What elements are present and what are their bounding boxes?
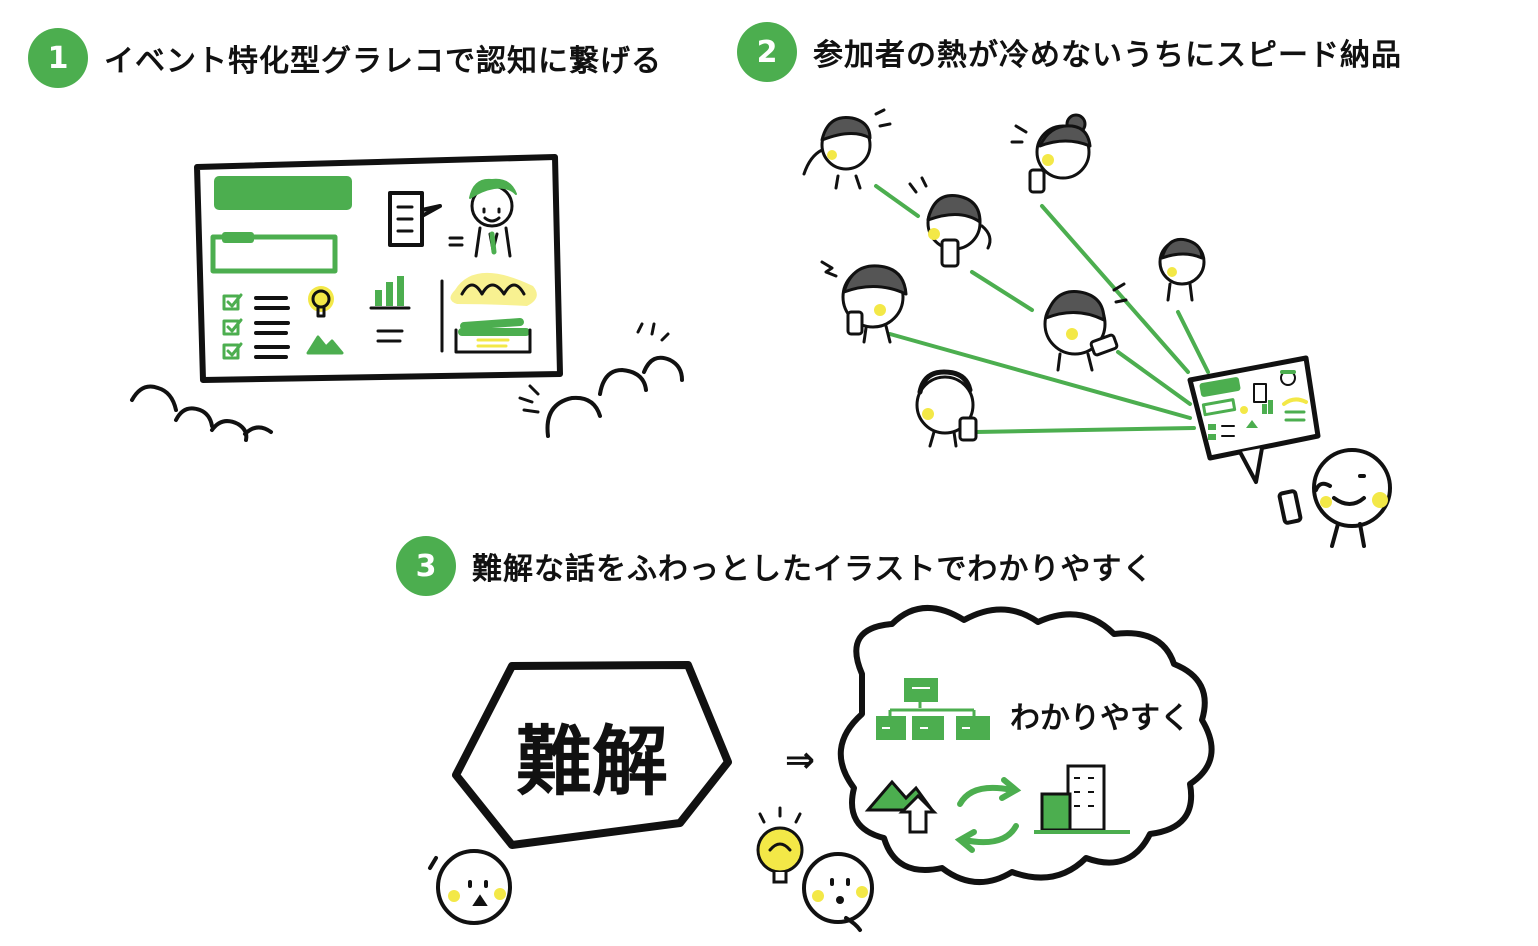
lightbulb-icon [756,806,804,884]
cycle-arrows-icon [954,777,1022,853]
lightbulb-icon [308,286,334,318]
section-3-heading: 3 難解な話をふわっとしたイラストでわかりやすく [396,536,1153,596]
confused-person [428,849,512,925]
graphic-recording-board [194,154,563,383]
mountain-icon [864,779,938,834]
difficult-hexagon: 難解 [452,661,732,849]
easy-cloud: わかりやすく [837,605,1215,886]
section-2-number: 2 [737,22,797,82]
section-2-heading: 2 参加者の熱が冷めないうちにスピード納品 [737,22,1402,82]
thinking-person [802,852,874,932]
bar-chart-icon [369,276,411,343]
section-3-title: 難解な話をふわっとしたイラストでわかりやすく [472,552,1154,587]
section-1-title: イベント特化型グラレコで認知に繋げる [104,44,662,79]
easy-word: わかりやすく [1010,701,1190,736]
tablet-icon [1187,355,1321,484]
section-1-heading: 1 イベント特化型グラレコで認知に繋げる [28,28,662,88]
section-2-title: 参加者の熱が冷めないうちにスピード納品 [813,38,1402,73]
audience-heads [130,322,684,442]
speaker-person [1277,448,1392,548]
participant-people [802,108,1206,448]
difficult-word: 難解 [516,717,668,806]
section-3-number: 3 [396,536,456,596]
section-1-number: 1 [28,28,88,88]
mountain-icon [306,335,344,355]
building-icon [1034,764,1130,834]
transform-arrow: ⇒ [785,740,815,781]
checkbox-icon [222,293,243,360]
org-chart-icon [876,678,990,740]
